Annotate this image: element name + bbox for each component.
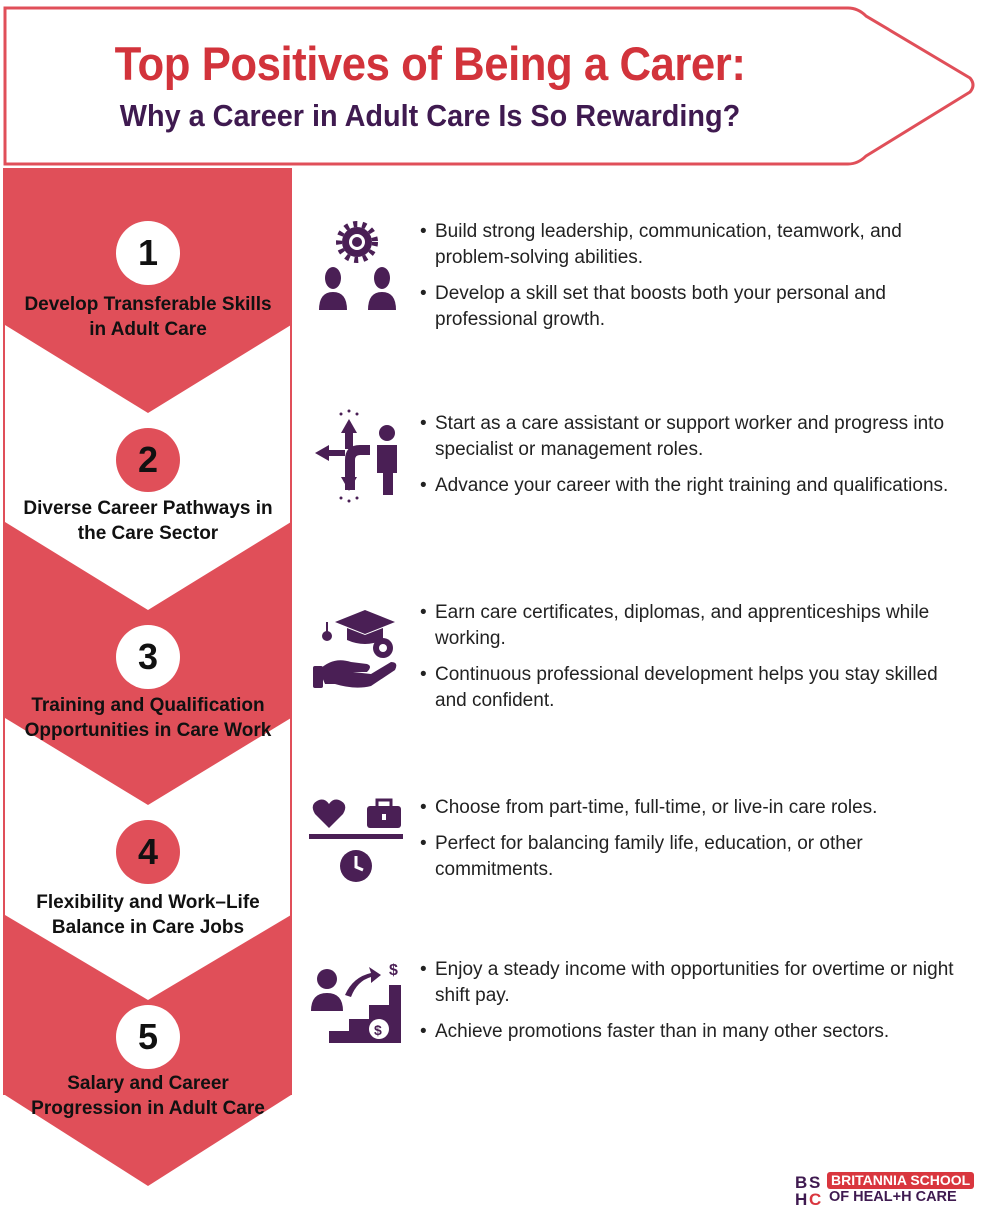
bullet-5-1: Enjoy a steady income with opportunities… [420, 957, 970, 1009]
britannia-school-logo: B S H C BRITANNIA SCHOOL OF HEAL+H CARE [795, 1170, 975, 1208]
step-number-4: 4 [116, 820, 180, 884]
logo-line-1: BRITANNIA SCHOOL [827, 1172, 975, 1189]
bullet-3-2: Continuous professional development help… [420, 662, 970, 714]
step-number-5: 5 [116, 1005, 180, 1069]
bullet-1-2: Develop a skill set that boosts both you… [420, 281, 970, 333]
header-banner-arrow [3, 6, 975, 166]
step-title-3: Training and Qualification Opportunities… [24, 695, 272, 741]
svg-text:$: $ [389, 962, 398, 979]
logo-line-2: OF HEAL+H CARE [829, 1189, 957, 1205]
svg-text:S: S [809, 1173, 820, 1192]
step-title-1: Develop Transferable Skills in Adult Car… [24, 294, 272, 340]
bullet-4-2: Perfect for balancing family life, educa… [420, 831, 970, 883]
step-title-2: Diverse Career Pathways in the Care Sect… [23, 498, 273, 544]
svg-text:B: B [795, 1173, 807, 1192]
bullet-4-1: Choose from part-time, full-time, or liv… [420, 795, 970, 821]
team-gear-icon [319, 221, 396, 310]
bullet-1-1: Build strong leadership, communication, … [420, 219, 970, 271]
step-number-3: 3 [116, 625, 180, 689]
graduation-cap-hand-icon [313, 610, 397, 688]
salary-growth-icon: $ $ [311, 962, 401, 1043]
career-path-arrows-icon [315, 409, 397, 503]
bullet-3-1: Earn care certificates, diplomas, and ap… [420, 600, 970, 652]
step-title-4: Flexibility and Work–Life Balance in Car… [36, 892, 260, 938]
step-number-2: 2 [116, 428, 180, 492]
page-title: Top Positives of Being a Carer: [114, 37, 746, 90]
bshc-logo-mark: B S H C [795, 1173, 821, 1206]
bullet-5-2: Achieve promotions faster than in many o… [420, 1019, 970, 1045]
bullet-2-2: Advance your career with the right train… [420, 473, 970, 499]
page-subtitle: Why a Career in Adult Care Is So Rewardi… [119, 98, 741, 133]
step-title-5: Salary and Career Progression in Adult C… [31, 1073, 265, 1119]
svg-text:H: H [795, 1190, 807, 1206]
step-number-1: 1 [116, 221, 180, 285]
svg-text:C: C [809, 1190, 821, 1206]
step-1-band [5, 168, 291, 413]
svg-text:$: $ [374, 1022, 382, 1038]
work-life-balance-icon [309, 798, 403, 882]
bullet-2-1: Start as a care assistant or support wor… [420, 411, 970, 463]
